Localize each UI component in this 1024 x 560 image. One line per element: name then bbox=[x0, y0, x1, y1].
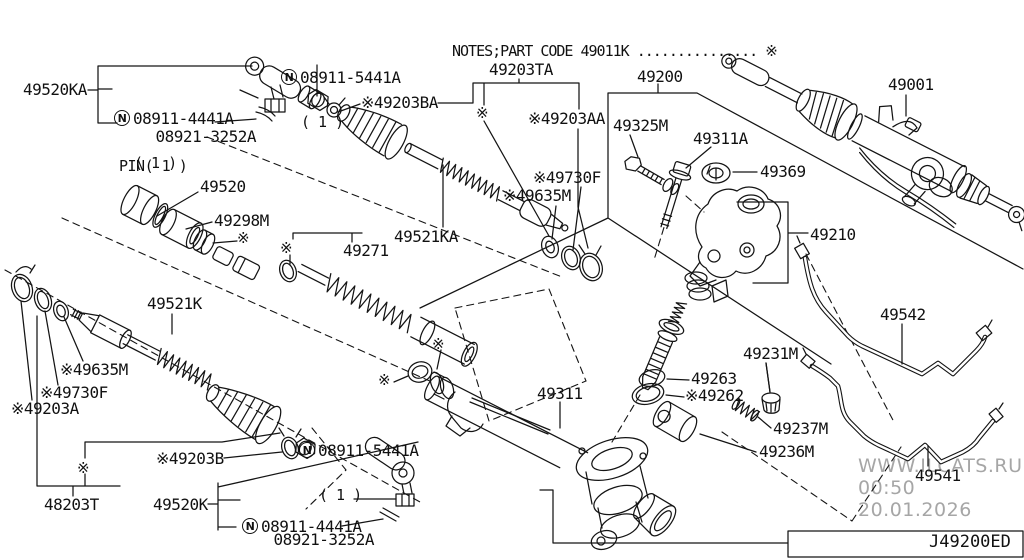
drawing-frame bbox=[540, 490, 1023, 557]
reference-mark: ※ bbox=[77, 459, 90, 477]
reference-mark: ※ bbox=[280, 239, 293, 257]
spring-49237m-drawing bbox=[731, 398, 760, 422]
rack-bushings-drawing bbox=[117, 183, 362, 284]
piston-49236m-drawing bbox=[650, 399, 700, 444]
part-label-49236m: 49236M bbox=[759, 442, 814, 461]
part-label-49237m: 49237M bbox=[773, 419, 828, 438]
diagram-code: J49200ED bbox=[929, 532, 1011, 552]
part-label-49203ta: 49203TA bbox=[489, 60, 553, 79]
watermark: WWW.ILCATS.RU 00:50 20.01.2026 bbox=[858, 455, 1024, 521]
watermark-site: WWW.ILCATS.RU bbox=[858, 455, 1023, 477]
part-label-49520k: 49520K bbox=[153, 495, 208, 514]
rack-shaft-drawing bbox=[294, 256, 480, 368]
tie-rod-end-bottom-drawing bbox=[37, 316, 418, 530]
reference-mark: ※ bbox=[476, 104, 489, 122]
part-label-49325m: 49325M bbox=[613, 116, 668, 135]
part-label-49203aa: ※49203AA bbox=[528, 109, 605, 128]
circled-n-icon: N bbox=[299, 442, 315, 458]
plug-49231m-drawing bbox=[762, 363, 780, 413]
part-label-49262: ※49262 bbox=[685, 386, 744, 405]
bolt-49311a-drawing bbox=[644, 147, 711, 262]
part-label-49203a: ※49203A bbox=[11, 399, 79, 418]
part-label-49203ba: ※49203BA bbox=[361, 93, 438, 112]
tie-rod-end-top-drawing bbox=[88, 54, 360, 123]
part-label-49263: 49263 bbox=[691, 369, 737, 388]
pipe-49541-drawing bbox=[801, 348, 1003, 466]
inner-tie-rod-top-drawing bbox=[401, 79, 606, 284]
bolt-49325m-drawing bbox=[622, 135, 704, 212]
part-label-49520ka: 49520KA bbox=[23, 80, 87, 99]
pinion-shaft-drawing bbox=[612, 297, 694, 442]
part-label-49730f-top: ※49730F bbox=[533, 168, 601, 187]
part-label-49635m-top: ※49635M bbox=[503, 186, 571, 205]
part-label-49541: 49541 bbox=[915, 466, 961, 485]
housing-49210-drawing bbox=[685, 187, 808, 302]
reference-mark: ※ bbox=[237, 229, 250, 247]
part-label-49730f: ※49730F bbox=[40, 383, 108, 402]
part-label-49210: 49210 bbox=[810, 225, 856, 244]
mount-bushing-drawing bbox=[394, 350, 550, 436]
part-label-49521ka: 49521KA bbox=[394, 227, 458, 246]
part-label-49298m: 49298M bbox=[214, 211, 269, 230]
boot-49203b-drawing bbox=[198, 372, 286, 447]
nut-drawing bbox=[304, 87, 331, 112]
part-label-49200: 49200 bbox=[637, 67, 683, 86]
part-label-49520: 49520 bbox=[200, 177, 246, 196]
part-label-pin-bottom: 08921-3252A PIN( 1 ) bbox=[273, 530, 375, 549]
circled-n-icon: N bbox=[242, 518, 258, 534]
circled-n-icon: N bbox=[281, 69, 297, 85]
part-label-49203b: ※49203B bbox=[156, 449, 224, 468]
watermark-timestamp: 00:50 20.01.2026 bbox=[858, 477, 972, 521]
grommet-49369-drawing bbox=[702, 163, 757, 183]
part-label-pin-top: 08921-3252A PIN( 1 ) bbox=[119, 127, 257, 175]
pipe-49542-drawing bbox=[795, 236, 992, 374]
part-label-49521k: 49521K bbox=[147, 294, 202, 313]
part-label-49231m: 49231M bbox=[743, 344, 798, 363]
reference-mark: ※ bbox=[378, 371, 391, 389]
part-label-49271: 49271 bbox=[343, 241, 389, 260]
part-label-49542: 49542 bbox=[880, 305, 926, 324]
part-label-49311a: 49311A bbox=[693, 129, 748, 148]
part-label-48203t: 48203T bbox=[44, 495, 99, 514]
steering-gear-assembly-drawing bbox=[701, 28, 1024, 257]
inner-tie-rod-bottom-drawing bbox=[8, 265, 216, 400]
misc-leader-lines bbox=[172, 314, 770, 392]
circled-n-icon: N bbox=[114, 110, 130, 126]
boot-49203ba-drawing bbox=[330, 94, 411, 162]
part-label-49635m: ※49635M bbox=[60, 360, 128, 379]
reference-mark: ※ bbox=[432, 335, 445, 353]
part-label-49001: 49001 bbox=[888, 75, 934, 94]
gear-housing-49311-drawing bbox=[422, 374, 681, 552]
notes-text: NOTES;PART CODE 49011K ............... ※ bbox=[452, 42, 778, 60]
part-label-49311: 49311 bbox=[537, 384, 583, 403]
part-label-49369: 49369 bbox=[760, 162, 806, 181]
